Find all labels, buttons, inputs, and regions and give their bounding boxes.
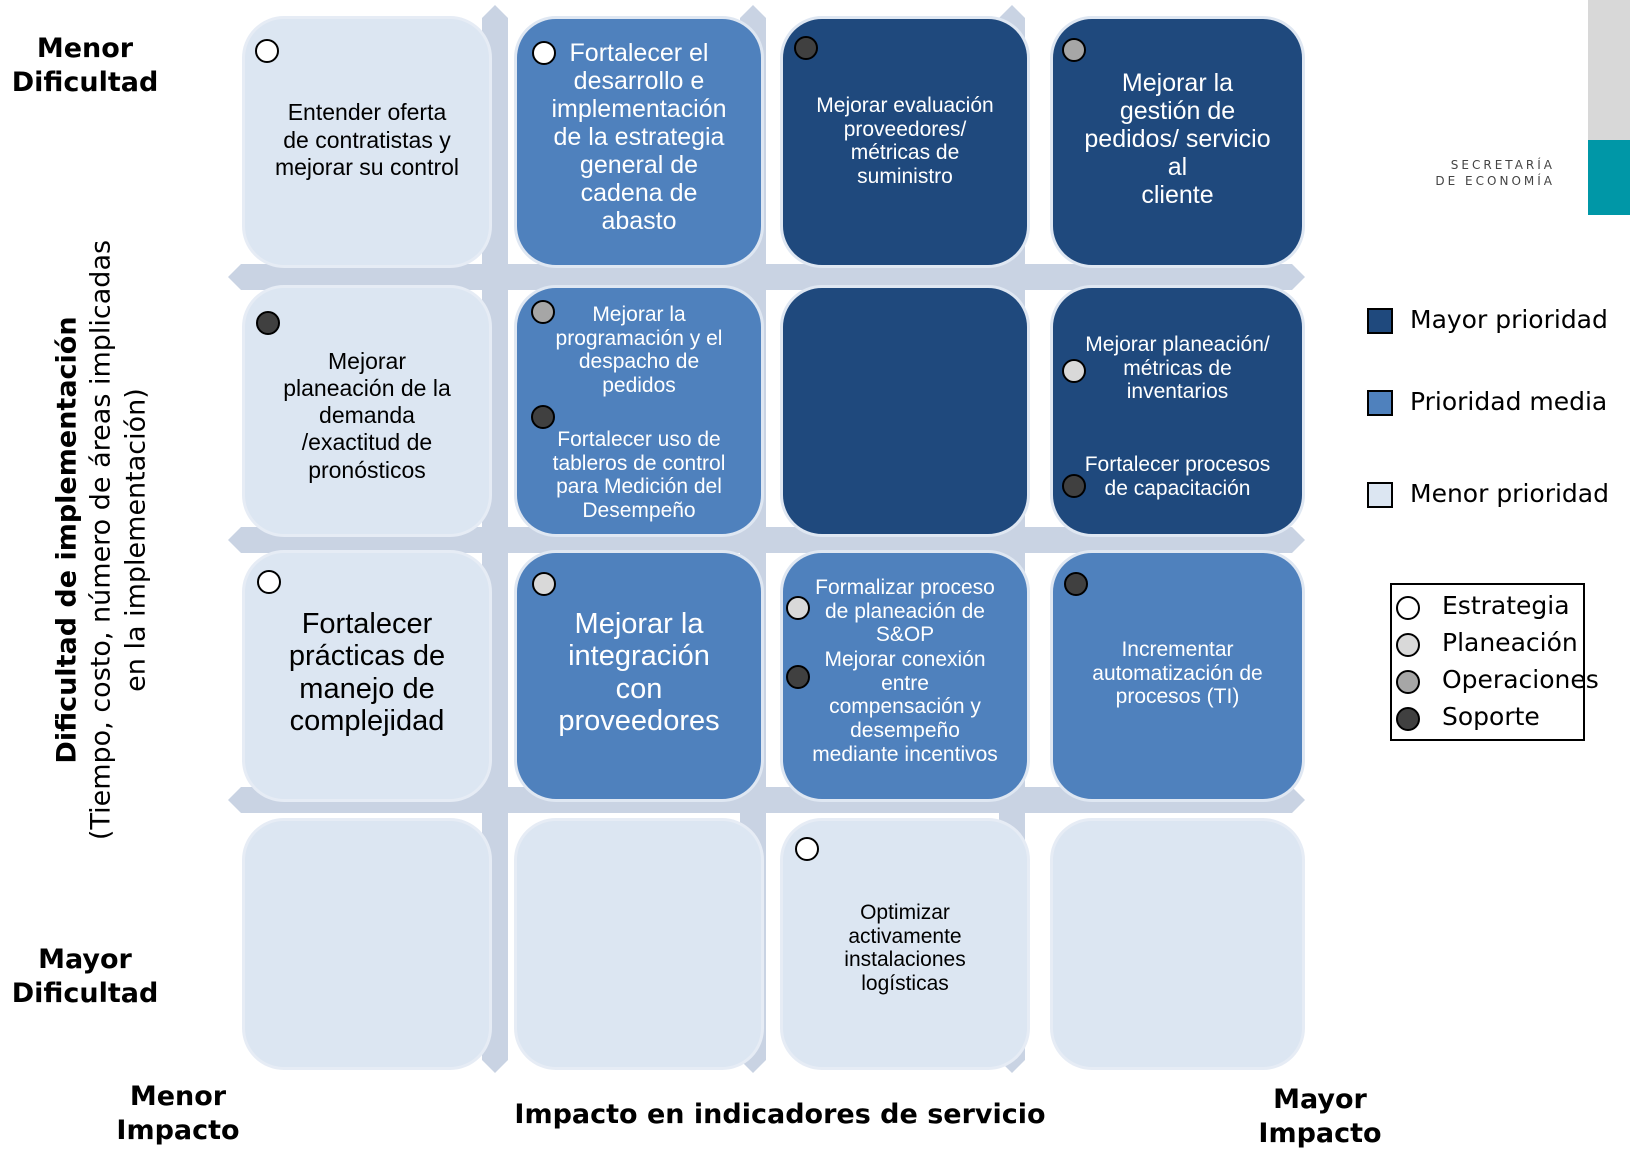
support-dot [794,36,818,60]
x-low-label: Menor Impacto [116,1081,240,1146]
cell-r1c2: Fortalecer el desarrollo e implementació… [514,16,764,268]
cell-r2c2: Mejorar la programación y el despacho de… [514,285,764,537]
y-axis-title-main: Dificultad de implementación [51,316,83,764]
cell-r1c3: Mejorar evaluación proveedores/ métricas… [780,16,1030,268]
cell-text: Mejorar conexión entre compensación y de… [812,648,998,766]
cell-text: Formalizar proceso de planeación de S&OP [815,576,995,647]
legend-operaciones-label: Operaciones [1442,665,1599,694]
x-high-label: Mayor Impacto [1258,1084,1382,1149]
legend-planeacion-label: Planeación [1442,628,1578,657]
operations-dot [1062,38,1086,62]
cell-r3c4: Incrementar automatización de procesos (… [1050,550,1305,802]
cell-r4c3: Optimizar activamente instalaciones logí… [780,818,1030,1070]
y-axis-title-sub: (Tiempo, costo, número de áreas implicad… [85,239,152,841]
support-dot [1062,474,1086,498]
legend-low-swatch [1367,482,1393,508]
cell-r4c2 [514,818,764,1070]
legend-estrategia-dot [1396,596,1420,620]
cell-text: Fortalecer uso de tableros de control pa… [552,428,726,523]
legend-medium-swatch [1367,390,1393,416]
cell-r2c1: Mejorar planeación de la demanda /exacti… [242,285,492,537]
cell-text: Optimizar activamente instalaciones logí… [844,901,966,996]
logo-text: SECRETARÍA DE ECONOMÍA [1435,158,1555,188]
top-left-label: Menor Dificultad [11,33,159,98]
strategy-dot [255,39,279,63]
cell-text: Fortalecer el desarrollo e implementació… [551,39,727,235]
bottom-left-label: Mayor Dificultad [11,944,159,1009]
cell-text: Mejorar evaluación proveedores/ métricas… [816,94,994,189]
cell-r1c4: Mejorar la gestión de pedidos/ servicio … [1050,16,1305,268]
cell-text: Entender oferta de contratistas y mejora… [274,99,460,181]
legend-operaciones-dot [1396,670,1420,694]
cell-r2c4: Mejorar planeación/ métricas de inventar… [1050,285,1305,537]
legend-soporte-label: Soporte [1442,702,1540,731]
support-dot [256,311,280,335]
legend-planeacion-dot [1396,633,1420,657]
planning-dot [1062,359,1086,383]
legend-high-label: Mayor prioridad [1410,305,1608,334]
cell-r4c4 [1050,818,1305,1070]
cell-text: Mejorar planeación/ métricas de inventar… [1085,333,1270,404]
support-dot [531,405,555,429]
legend-low-label: Menor prioridad [1410,479,1609,508]
grid-separator-h2 [228,527,1305,553]
legend-estrategia-label: Estrategia [1442,591,1570,620]
grid-separator-h3 [228,787,1305,813]
cell-text: Mejorar la gestión de pedidos/ servicio … [1084,69,1271,209]
cell-r3c1: Fortalecer prácticas de manejo de comple… [242,550,492,802]
cell-text: Fortalecer prácticas de manejo de comple… [288,608,446,738]
strategy-dot [532,41,556,65]
strategy-dot [795,837,819,861]
cell-r3c2: Mejorar la integración con proveedores [514,550,764,802]
category-legend: Estrategia Planeación Operaciones Soport… [1390,583,1599,741]
legend-medium-label: Prioridad media [1410,387,1608,416]
cell-r2c3 [780,285,1030,537]
cell-r1c1: Entender oferta de contratistas y mejora… [242,16,492,268]
cell-r3c3: Formalizar proceso de planeación de S&OP… [780,550,1030,802]
cell-text: Mejorar la integración con proveedores [558,608,720,738]
logo-seal [1588,0,1630,140]
legend-high-swatch [1367,308,1393,334]
cell-text: Mejorar la programación y el despacho de… [555,303,723,398]
operations-dot [531,300,555,324]
cell-text: Incrementar automatización de procesos (… [1092,638,1263,709]
support-dot [1064,572,1088,596]
grid-separator-h1 [228,264,1305,290]
cell-text: Mejorar planeación de la demanda /exacti… [283,348,451,483]
y-axis-title: Dificultad de implementación (Tiempo, co… [51,130,154,950]
support-dot [786,665,810,689]
logo: SECRETARÍA DE ECONOMÍA [1340,0,1630,220]
cell-r4c1 [242,818,492,1070]
logo-color-bar [1588,140,1630,215]
planning-dot [532,572,556,596]
planning-dot [786,596,810,620]
cell-text: Fortalecer procesos de capacitación [1084,453,1271,500]
legend-soporte-dot [1396,707,1420,731]
x-axis-title: Impacto en indicadores de servicio [514,1099,1046,1130]
strategy-dot [257,570,281,594]
